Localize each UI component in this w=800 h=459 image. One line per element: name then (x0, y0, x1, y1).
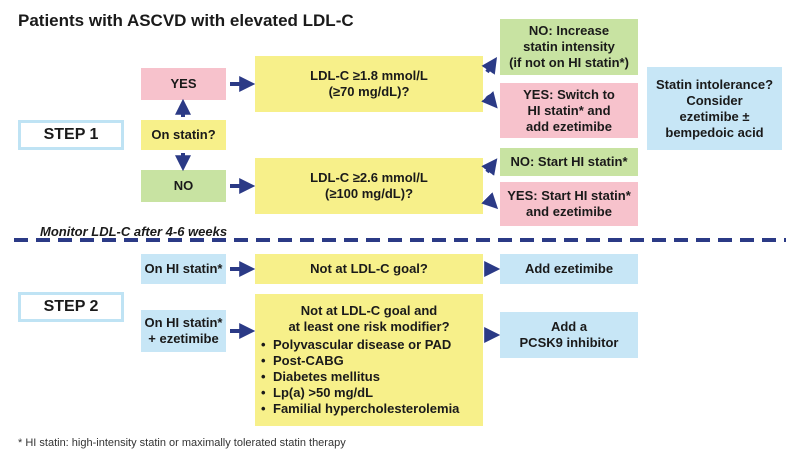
risk-modifier-item: Familial hypercholesterolemia (261, 401, 459, 417)
statin-intolerance-line1: Statin intolerance? (655, 76, 774, 92)
arrow-ldl-yes-to-increase (481, 57, 497, 75)
on-hi-statin-box: On HI statin* (141, 254, 226, 284)
start-hi-statin-ezetimibe-line1: YES: Start HI statin* (507, 188, 631, 203)
ldl-threshold-yes-line2: (≥70 mg/dL)? (328, 84, 410, 99)
start-hi-statin-ezetimibe-box: YES: Start HI statin* and ezetimibe (500, 182, 638, 226)
ldl-threshold-no-box: LDL-C ≥2.6 mmol/L (≥100 mg/dL)? (255, 158, 483, 214)
arrow-ldl-no-to-start (481, 158, 498, 176)
risk-modifier-item: Polyvascular disease or PAD (261, 337, 459, 353)
step1-label: STEP 1 (18, 120, 124, 150)
start-hi-statin-ezetimibe-line2: and ezetimibe (526, 204, 612, 219)
risk-modifier-item: Lp(a) >50 mg/dL (261, 385, 459, 401)
increase-intensity-line2: statin intensity (523, 39, 615, 54)
risk-modifier-item: Post-CABG (261, 353, 459, 369)
ldl-threshold-no-line1: LDL-C ≥2.6 mmol/L (310, 170, 428, 185)
add-pcsk9-box: Add a PCSK9 inhibitor (500, 312, 638, 358)
statin-intolerance-line3: ezetimibe ± (679, 108, 750, 124)
on-statin-box: On statin? (141, 120, 226, 150)
start-hi-statin-box: NO: Start HI statin* (500, 148, 638, 176)
start-hi-statin-line1: NO: Start HI statin* (510, 154, 628, 169)
monitor-note: Monitor LDL-C after 4-6 weeks (40, 224, 228, 239)
on-hi-statin-ezetimibe-box: On HI statin* + ezetimibe (141, 310, 226, 352)
no-box: NO (141, 170, 226, 202)
increase-intensity-line1: NO: Increase (528, 23, 610, 38)
add-pcsk9-line2: PCSK9 inhibitor (519, 335, 619, 350)
ldl-threshold-yes-line1: LDL-C ≥1.8 mmol/L (310, 68, 428, 83)
increase-intensity-line3: (if not on HI statin*) (509, 55, 629, 70)
risk-modifier-box: Not at LDL-C goal and at least one risk … (255, 294, 483, 426)
statin-intolerance-line2: Consider (686, 92, 743, 108)
switch-hi-statin-line1: YES: Switch to (523, 86, 615, 102)
statin-intolerance-line4: bempedoic acid (665, 124, 764, 140)
ldl-threshold-yes-box: LDL-C ≥1.8 mmol/L (≥70 mg/dL)? (255, 56, 483, 112)
risk-modifier-question-line2: at least one risk modifier? (288, 319, 450, 334)
switch-hi-statin-box: YES: Switch to HI statin* and add ezetim… (500, 83, 638, 138)
arrow-ldl-yes-to-switch (481, 91, 498, 109)
on-hi-statin-ezetimibe-line1: On HI statin* (144, 315, 223, 330)
not-at-goal-box: Not at LDL-C goal? (255, 254, 483, 284)
arrow-ldl-no-to-start-ezetimibe (481, 192, 499, 210)
on-hi-statin-ezetimibe-line2: + ezetimibe (148, 331, 219, 346)
ldl-threshold-no-line2: (≥100 mg/dL)? (324, 186, 414, 201)
add-ezetimibe-box: Add ezetimibe (500, 254, 638, 284)
add-pcsk9-line1: Add a (550, 319, 588, 334)
increase-intensity-box: NO: Increase statin intensity (if not on… (500, 19, 638, 75)
risk-modifier-item: Diabetes mellitus (261, 369, 459, 385)
risk-modifier-question-line1: Not at LDL-C goal and (300, 303, 438, 318)
page-title: Patients with ASCVD with elevated LDL-C (18, 11, 354, 30)
step2-label: STEP 2 (18, 292, 124, 322)
footnote: * HI statin: high-intensity statin or ma… (18, 437, 346, 449)
switch-hi-statin-line2: HI statin* and (527, 102, 611, 118)
statin-intolerance-box: Statin intolerance? Consider ezetimibe ±… (647, 67, 782, 150)
switch-hi-statin-line3: add ezetimibe (526, 118, 612, 134)
yes-box: YES (141, 68, 226, 100)
risk-modifier-list: Polyvascular disease or PAD Post-CABG Di… (261, 337, 459, 417)
